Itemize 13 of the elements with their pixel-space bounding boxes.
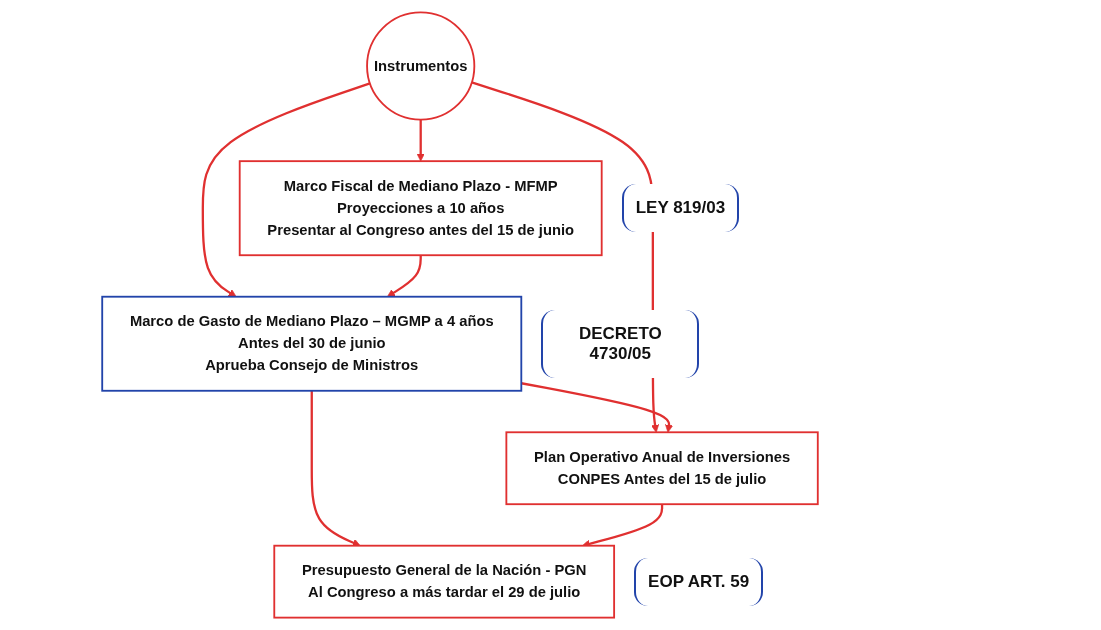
node-circle: Instrumentos [366, 11, 476, 121]
node-box: Marco de Gasto de Mediano Plazo – MGMP a 4 años Antes del 30 de junio Aprueba Consejo de Ministros [101, 295, 523, 392]
arrow [310, 390, 361, 547]
arrow [387, 255, 422, 298]
node-box: Marco Fiscal de Mediano Plazo - MFMP Proyecciones a 10 años Presentar al Congreso antes del 15 de junio [238, 160, 603, 257]
legal-reference: LEY 819/03 [621, 184, 740, 233]
arrow [201, 82, 371, 298]
node-box: Plan Operativo Anual de Inversiones CONPES Antes del 15 de julio [505, 431, 819, 506]
legal-reference: EOP ART. 59 [634, 557, 764, 606]
legal-reference: DECRETO 4730/05 [541, 309, 700, 378]
arrow [416, 119, 425, 162]
node-box: Presupuesto General de la Nación - PGN Al Congreso a más tardar el 29 de julio [273, 544, 616, 619]
arrow [521, 382, 674, 433]
